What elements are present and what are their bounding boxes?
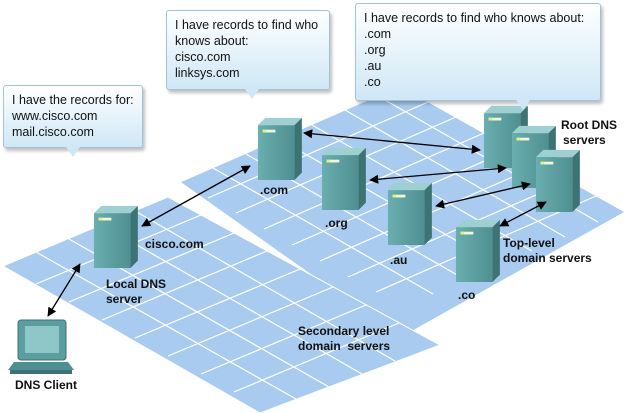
arrow-local-com	[141, 165, 251, 227]
local-records-bubble: I have the records for: www.cisco.com ma…	[3, 85, 143, 157]
bubble-item: .co	[364, 75, 381, 89]
top-level-label: Top-level domain servers	[503, 236, 592, 266]
arrow-client-local	[47, 263, 81, 317]
co-label: .co	[458, 288, 476, 302]
local-dns-server	[93, 205, 138, 268]
top-level-label-line2: domain servers	[503, 251, 592, 265]
root-dns-label: Root DNS servers	[561, 118, 617, 148]
au-label: .au	[390, 253, 408, 267]
bubble-title: I have the records for:	[12, 93, 134, 107]
arrow-co-root	[499, 201, 547, 227]
bubble-item: mail.cisco.com	[12, 125, 94, 139]
root-dns-label-line2: servers	[563, 133, 606, 147]
bubble-title: I have records to find who knows about:	[175, 18, 319, 48]
org-server	[321, 147, 366, 210]
au-server	[387, 182, 432, 245]
secondary-level-label-line2: domain servers	[298, 339, 391, 353]
top-level-label-line1: Top-level	[503, 236, 555, 250]
secondary-level-label-line1: Secondary level	[298, 324, 390, 338]
bubble-item: .au	[364, 59, 382, 73]
dns-client-computer	[8, 319, 74, 374]
org-label: .org	[325, 216, 348, 230]
local-dns-label-line2: server	[106, 292, 143, 306]
arrow-com-root	[303, 129, 481, 154]
bubble-item: linksys.com	[175, 66, 240, 80]
arrow-au-root	[435, 181, 531, 209]
local-dns-label: Local DNS server	[106, 277, 166, 307]
local-dns-label-line1: Local DNS	[106, 277, 167, 291]
com-records-bubble: I have records to find who knows about: …	[166, 10, 330, 99]
bubble-item: .org	[364, 43, 386, 57]
root-server-3	[535, 149, 580, 212]
dns-client-label: DNS Client	[15, 378, 78, 392]
bubble-item: cisco.com	[175, 50, 231, 64]
arrow-org-root	[369, 164, 507, 184]
cisco-label: cisco.com	[145, 237, 204, 251]
com-server	[257, 117, 302, 180]
secondary-level-label: Secondary level domain servers	[298, 324, 390, 354]
co-server	[455, 219, 500, 282]
bubble-title: I have records to find who knows about:	[364, 11, 585, 25]
root-records-bubble: I have records to find who knows about: …	[355, 3, 601, 110]
root-dns-label-line1: Root DNS	[561, 118, 617, 132]
bubble-item: .com	[364, 27, 392, 41]
com-label: .com	[260, 183, 289, 197]
bubble-item: www.cisco.com	[12, 109, 98, 123]
